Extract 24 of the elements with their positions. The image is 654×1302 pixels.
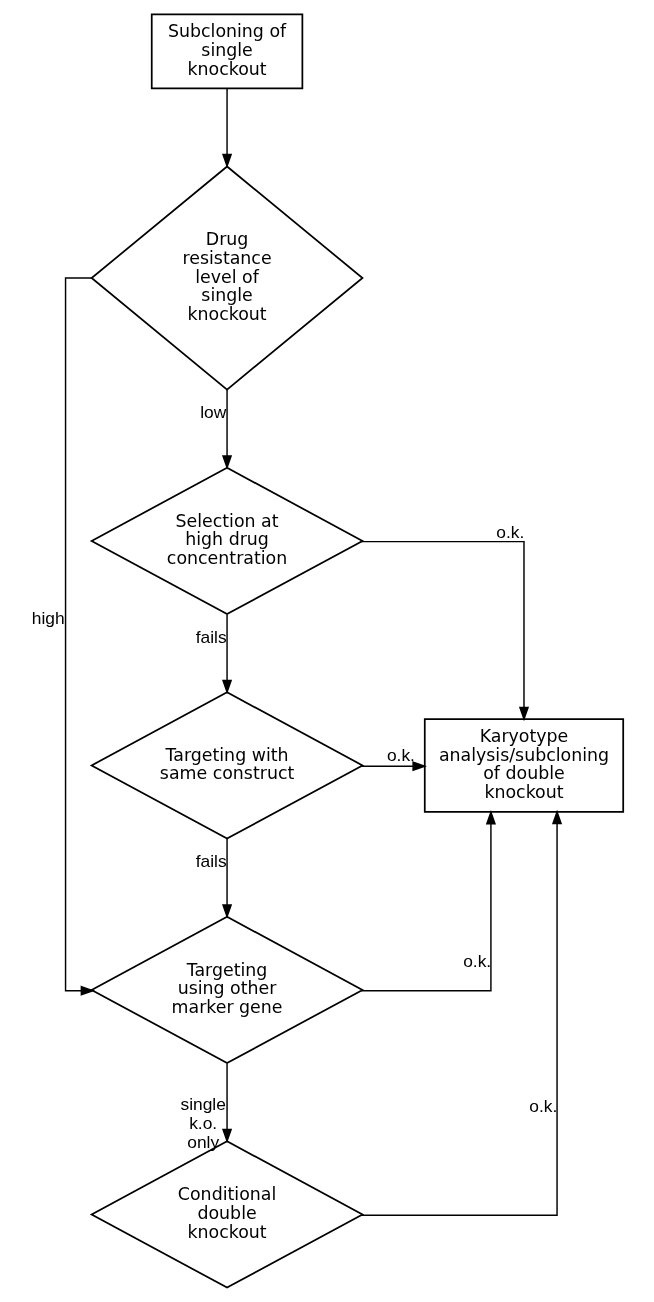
edge-label: high	[31, 608, 65, 629]
arrow	[221, 1062, 233, 1144]
edge-label: o.k.	[386, 745, 415, 766]
edge-label: fails	[195, 626, 227, 647]
edge-label: single k.o. only	[180, 1094, 226, 1153]
edge-label: o.k.	[529, 1096, 558, 1117]
edge-label: o.k.	[463, 951, 492, 972]
node-box: Subcloning of single knockout	[150, 13, 304, 90]
node-diamond: Selection at high drug concentration	[89, 466, 365, 616]
arrow	[221, 88, 233, 169]
edge-label: o.k.	[496, 522, 525, 543]
arrow	[64, 277, 96, 996]
arrow	[221, 613, 233, 695]
arrow	[360, 761, 427, 772]
node-diamond: Targeting with same construct	[89, 691, 365, 840]
edge-label: fails	[195, 851, 227, 872]
node-diamond: Drug resistance level of single knockout	[90, 165, 364, 391]
arrow	[360, 540, 530, 722]
arrow	[360, 809, 496, 992]
arrow	[360, 809, 563, 1216]
arrow	[221, 838, 233, 919]
arrow	[221, 389, 233, 470]
node-diamond: Targeting using other marker gene	[89, 915, 365, 1065]
node-box: Karyotype analysis/subcloning of double knockout	[423, 718, 625, 813]
